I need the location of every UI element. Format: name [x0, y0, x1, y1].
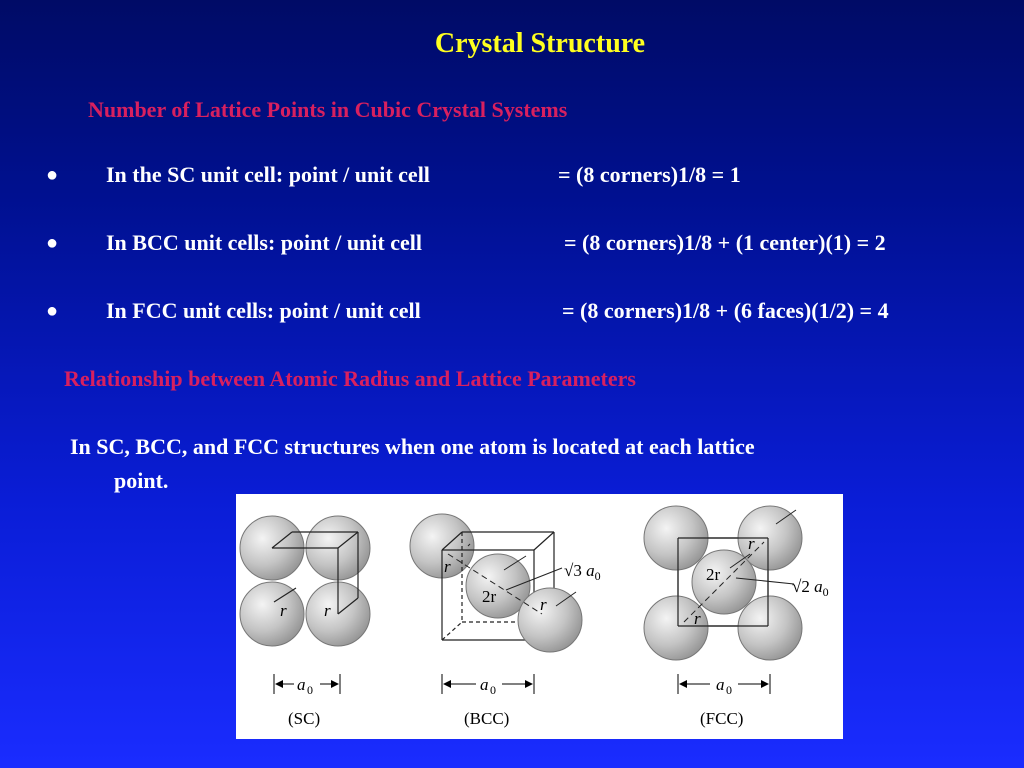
bullet-bcc-text: In BCC unit cells: point / unit cell: [106, 230, 422, 255]
bcc-leader-line: [505, 567, 563, 591]
bullet-fcc: ● In FCC unit cells: point / unit cell =…: [0, 298, 1024, 328]
bullet-sc-text: In the SC unit cell: point / unit cell: [106, 162, 430, 187]
bcc-radius-label: r: [540, 595, 547, 614]
bcc-body-diagonal: [447, 553, 543, 615]
bcc-lattice-param-sub: 0: [490, 683, 496, 697]
bcc-lattice-param: a: [480, 675, 489, 694]
sc-lattice-param-sub: 0: [307, 683, 313, 697]
bcc-atom-mark: [503, 555, 527, 571]
section-heading-lattice-points: Number of Lattice Points in Cubic Crysta…: [88, 97, 568, 122]
section-heading-radius-lattice: Relationship between Atomic Radius and L…: [64, 366, 636, 391]
sc-lattice-param: a: [297, 675, 306, 694]
fcc-face-diagonal: [683, 541, 765, 623]
sc-caption: (SC): [288, 709, 320, 728]
sc-cube-edges: [271, 531, 359, 615]
bullet-dot: ●: [46, 232, 59, 254]
sc-radius-label: r: [324, 601, 331, 620]
bullet-fcc-text: In FCC unit cells: point / unit cell: [106, 298, 421, 323]
bcc-center-atom: [465, 553, 531, 619]
fcc-lattice-param-sub: 0: [726, 683, 732, 697]
fcc-corner-atom: [643, 595, 709, 661]
fcc-corner-atom: [737, 595, 803, 661]
fcc-2r-label: 2r: [706, 565, 721, 584]
bullet-bcc-equation: = (8 corners)1/8 + (1 center)(1) = 2: [564, 230, 886, 255]
fcc-radius-label: r: [748, 534, 755, 553]
sc-radius-label: r: [280, 601, 287, 620]
fcc-atom-mark: [775, 509, 797, 525]
fcc-leader-line: [735, 577, 795, 585]
bcc-diagonal-label: √3 a0: [564, 561, 601, 583]
body-paragraph: In SC, BCC, and FCC structures when one …: [70, 430, 970, 498]
fcc-cube-edges-front: [677, 537, 769, 627]
bcc-radius-label: r: [444, 557, 451, 576]
fcc-lattice-param: a: [716, 675, 725, 694]
bullet-sc: ● In the SC unit cell: point / unit cell…: [0, 162, 1024, 192]
bcc-corner-atom: [517, 587, 583, 653]
fcc-caption: (FCC): [700, 709, 743, 728]
paragraph-line-2: point.: [114, 468, 169, 493]
bcc-diagram: r r 2r √3 a0 a 0 (BCC): [409, 513, 601, 728]
sc-atom: [239, 581, 305, 647]
slide-title: Crystal Structure: [434, 28, 646, 59]
bcc-caption: (BCC): [464, 709, 509, 728]
bullet-sc-equation: = (8 corners)1/8 = 1: [558, 162, 741, 187]
paragraph-line-1: In SC, BCC, and FCC structures when one …: [70, 434, 755, 459]
fcc-radius-label: r: [694, 609, 701, 628]
bullet-dot: ●: [46, 300, 59, 322]
bcc-atom-mark: [467, 543, 471, 547]
sc-diagram: r r a 0 (SC): [239, 515, 371, 728]
fcc-diagram: r r 2r √2 a0 a 0 (FCC): [643, 505, 829, 728]
fcc-diagonal-label: √2 a0: [792, 577, 829, 599]
bullet-bcc: ● In BCC unit cells: point / unit cell =…: [0, 230, 1024, 260]
bcc-2r-label: 2r: [482, 587, 497, 606]
bcc-atom-mark: [555, 591, 577, 607]
bullet-fcc-equation: = (8 corners)1/8 + (6 faces)(1/2) = 4: [562, 298, 889, 323]
unit-cell-figure: r r a 0 (SC): [236, 494, 843, 739]
bullet-dot: ●: [46, 164, 59, 186]
fcc-atom-mark: [729, 553, 751, 569]
